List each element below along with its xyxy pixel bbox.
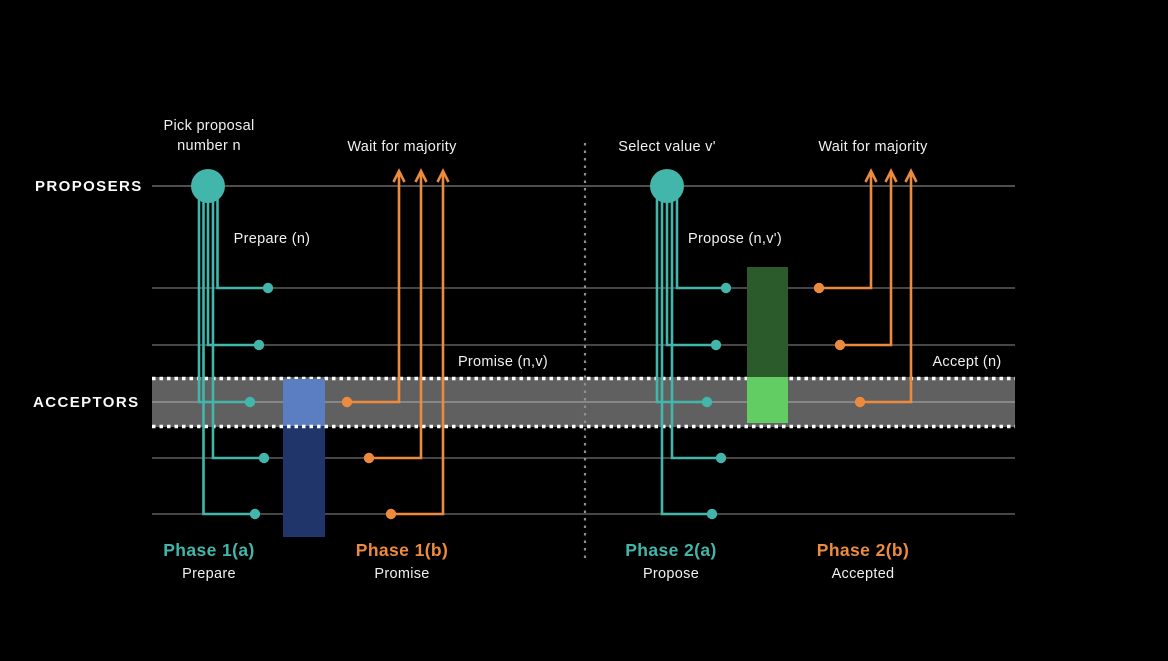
pick-proposal-line2: number n	[177, 138, 241, 154]
reply-arrowhead-icon	[392, 168, 406, 183]
send-message-path	[660, 186, 712, 516]
send-message-path	[211, 186, 264, 460]
send-message-path	[665, 186, 716, 347]
phase-2a-title: Phase 2(a)	[625, 540, 717, 560]
message-delivered-dot	[715, 452, 727, 464]
phase-1a-caption: Phase 1(a) Prepare	[163, 540, 255, 582]
propose-message-label: Propose (n,v')	[687, 231, 783, 247]
message-delivered-dot	[258, 452, 270, 464]
phase-2b-title: Phase 2(b)	[816, 540, 910, 560]
reply-message-path	[860, 172, 913, 404]
reply-arrowhead-icon	[884, 168, 898, 183]
phase-1a-subtitle: Prepare	[182, 566, 236, 582]
proposer-event-circle	[650, 169, 684, 203]
duration-bar-blue_light	[283, 379, 325, 426]
reply-message-path	[369, 172, 423, 460]
message-origin-dot	[341, 396, 353, 408]
reply-message-path	[819, 172, 873, 290]
accept-message-label: Accept (n)	[932, 354, 1002, 370]
phase-1a-title: Phase 1(a)	[163, 540, 255, 560]
message-delivered-dot	[706, 508, 718, 520]
phase-2a-caption: Phase 2(a) Propose	[625, 540, 717, 582]
phase-1b-subtitle: Promise	[374, 566, 430, 582]
send-message-path	[216, 186, 268, 290]
reply-arrowhead-icon	[414, 168, 428, 183]
phase-2b-caption: Phase 2(b) Accepted	[817, 540, 910, 582]
acceptors-lane-label: ACCEPTORS	[33, 394, 140, 411]
proposer-event-circle	[191, 169, 225, 203]
message-origin-dot	[854, 396, 866, 408]
message-origin-dot	[834, 339, 846, 351]
phase-2a-subtitle: Propose	[642, 566, 700, 582]
send-message-path	[655, 186, 707, 404]
pick-proposal-annotation: Pick proposal number n	[164, 116, 255, 156]
send-message-path	[675, 186, 726, 290]
message-origin-dot	[813, 282, 825, 294]
select-value-annotation: Select value v'	[618, 139, 716, 155]
send-message-path	[197, 186, 250, 404]
duration-bar-green_dark	[747, 267, 788, 377]
message-delivered-dot	[720, 282, 732, 294]
prepare-message-label: Prepare (n)	[233, 231, 311, 247]
message-delivered-dot	[253, 339, 265, 351]
send-message-path	[206, 186, 259, 347]
reply-arrowhead-icon	[904, 168, 918, 183]
send-message-path	[202, 186, 255, 516]
phase-1b-caption: Phase 1(b) Promise	[356, 540, 449, 582]
promise-message-label: Promise (n,v)	[457, 354, 549, 370]
message-delivered-dot	[262, 282, 274, 294]
duration-bar-blue_dark	[283, 426, 325, 537]
message-origin-dot	[363, 452, 375, 464]
send-message-path	[670, 186, 721, 460]
message-origin-dot	[385, 508, 397, 520]
reply-message-path	[391, 172, 445, 516]
proposers-lane-label: PROPOSERS	[35, 178, 143, 195]
phase-1b-title: Phase 1(b)	[355, 540, 449, 560]
reply-message-path	[840, 172, 893, 347]
message-delivered-dot	[710, 339, 722, 351]
reply-arrowhead-icon	[436, 168, 450, 183]
pick-proposal-line1: Pick proposal	[163, 118, 255, 134]
wait-for-majority-annotation-2: Wait for majority	[818, 139, 928, 155]
wait-for-majority-annotation-1: Wait for majority	[347, 139, 457, 155]
reply-message-path	[347, 172, 401, 404]
phase-2b-subtitle: Accepted	[831, 566, 895, 582]
duration-bar-green_light	[747, 377, 788, 423]
message-delivered-dot	[249, 508, 261, 520]
message-delivered-dot	[701, 396, 713, 408]
reply-arrowhead-icon	[864, 168, 878, 183]
message-delivered-dot	[244, 396, 256, 408]
